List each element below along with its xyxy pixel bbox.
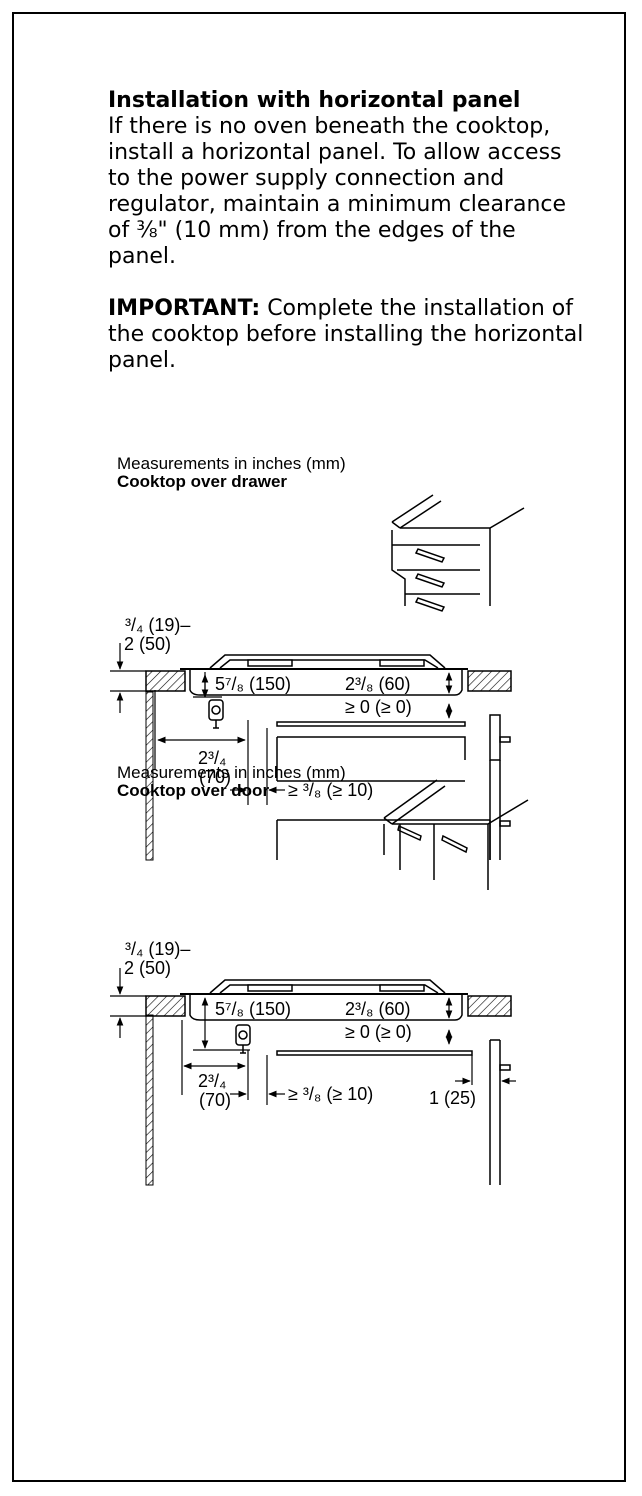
drawer-wall [145,691,154,861]
drawer-regulator-icon [208,699,224,729]
door-units-caption: Measurements in inches (mm) [117,763,346,782]
important-label: IMPORTANT: [108,296,261,321]
door-dim-top-a: ³/₄ (19)– [125,939,190,959]
drawer-caption: Measurements in inches (mm) Cooktop over… [117,455,346,491]
drawer-units-caption: Measurements in inches (mm) [117,454,346,473]
door-caption: Measurements in inches (mm) Cooktop over… [117,764,346,800]
drawer-dim-panel-gap: 2³/₈ (60) [345,674,410,694]
drawer-dim-top-b: 2 (50) [124,634,171,654]
door-counter-right [467,995,512,1017]
drawer-counter-right [467,670,512,692]
drawer-diagram [110,494,525,861]
door-figure-title: Cooktop over door [117,781,270,800]
door-diagram [110,779,529,1186]
drawer-cooktop [180,654,468,696]
door-dim-front: ≥ ³/₈ (≥ 10) [288,1084,373,1104]
door-regulator-icon [235,1024,251,1054]
door-horizontal-panel [276,1050,473,1056]
page-border [12,12,626,1482]
door-dimension-lines [110,968,516,1105]
section-heading: Installation with horizontal panel [108,88,521,113]
drawer-horizontal-panel [276,721,466,727]
drawer-dimension-labels: ³/₄ (19)– 2 (50) 5⁷/₈ (150) 2³/₈ (60) ≥ … [124,615,412,800]
drawer-dim-front: ≥ ³/₈ (≥ 10) [288,780,373,800]
drawer-dim-left-mm: (70) [199,767,231,787]
drawer-dim-top-a: ³/₄ (19)– [125,615,190,635]
important-text: Complete the installation of the cooktop… [108,296,584,373]
drawer-figure-title: Cooktop over drawer [117,472,288,491]
important-note: IMPORTANT: Complete the installation of … [108,296,588,374]
door-counter-left [145,995,186,1017]
drawer-dimension-lines [110,643,453,805]
door-dim-left-in: 2³/₄ [198,1071,226,1091]
door-inset [383,779,529,890]
door-wall [145,1014,154,1186]
door-dim-regulator: 5⁷/₈ (150) [215,999,291,1019]
door-cooktop [180,979,468,1021]
drawer-inset [391,494,525,612]
drawer-dim-clear-zero: ≥ 0 (≥ 0) [345,697,412,717]
door-dim-left-mm: (70) [199,1090,231,1110]
drawer-counter-left [145,670,186,692]
section-body: If there is no oven beneath the cooktop,… [108,114,567,269]
drawer-dim-left-in: 2³/₄ [198,748,226,768]
intro-section: Installation with horizontal panel If th… [108,88,588,374]
drawer-dim-regulator: 5⁷/₈ (150) [215,674,291,694]
door-dim-door-gap: 1 (25) [429,1088,476,1108]
door-dim-panel-gap: 2³/₈ (60) [345,999,410,1019]
door-dimension-labels: ³/₄ (19)– 2 (50) 5⁷/₈ (150) 2³/₈ (60) ≥ … [124,939,476,1110]
door-dim-clear-zero: ≥ 0 (≥ 0) [345,1022,412,1042]
door-dim-top-b: 2 (50) [124,958,171,978]
